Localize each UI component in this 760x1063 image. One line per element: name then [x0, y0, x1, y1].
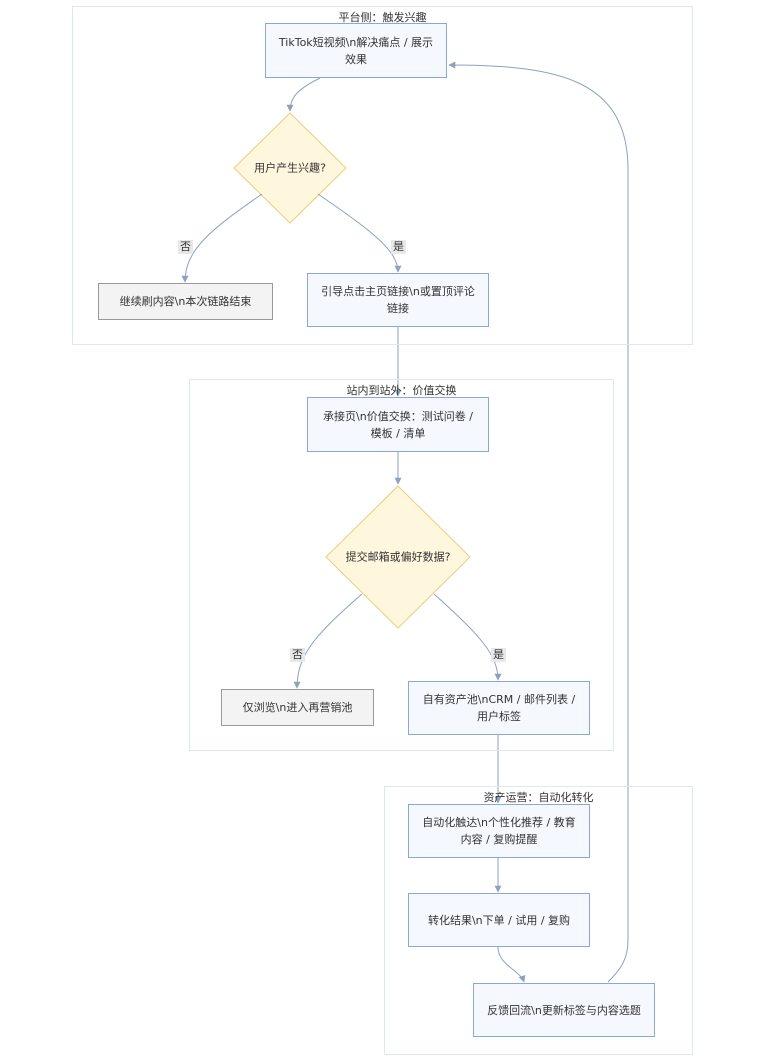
cluster-title-ops: 资产运营：自动化转化	[483, 791, 594, 804]
edge-label-yes-submit: 是	[491, 648, 506, 662]
edge-submit-browse	[293, 593, 363, 689]
node-pool[interactable]: 自有资产池\nCRM / 邮件列表 / 用户标签	[408, 681, 590, 735]
node-result[interactable]: 转化结果\n下单 / 试用 / 复购	[408, 893, 590, 947]
cluster-title-platform: 平台侧：触发兴趣	[338, 11, 427, 24]
cluster-platform: 平台侧：触发兴趣	[72, 6, 693, 345]
node-interest-label: 用户产生兴趣?	[254, 161, 326, 175]
node-continue[interactable]: 继续刷内容\n本次链路结束	[98, 283, 273, 320]
edge-interest-guide	[317, 193, 402, 273]
edge-tiktok-interest	[286, 77, 321, 112]
decision-diamond-submit	[325, 485, 471, 629]
node-tiktok-label: TikTok短视频\n解决痛点 / 展示效果	[278, 35, 434, 66]
node-feedback-label: 反馈回流\n更新标签与内容选题	[487, 1003, 641, 1017]
node-interest[interactable]: 用户产生兴趣?	[234, 113, 346, 223]
edge-result-feedback	[497, 946, 526, 983]
node-tiktok[interactable]: TikTok短视频\n解决痛点 / 展示效果	[265, 23, 447, 78]
node-auto-label: 自动化触达\n个性化推荐 / 教育内容 / 复购提醒	[422, 816, 576, 846]
edge-feedback-tiktok	[448, 61, 629, 983]
edge-label-no-submit: 否	[290, 648, 305, 662]
cluster-onsite: 站内到站外：价值交换	[189, 379, 614, 751]
decision-diamond-interest	[233, 112, 347, 224]
node-guide-label: 引导点击主页链接\n或置顶评论链接	[321, 285, 475, 315]
node-auto[interactable]: 自动化触达\n个性化推荐 / 教育内容 / 复购提醒	[408, 804, 590, 858]
edge-label-yes-interest: 是	[391, 240, 406, 254]
node-guide[interactable]: 引导点击主页链接\n或置顶评论链接	[307, 273, 489, 327]
node-pool-label: 自有资产池\nCRM / 邮件列表 / 用户标签	[422, 693, 576, 723]
node-browse-label: 仅浏览\n进入再营销池	[242, 701, 353, 714]
cluster-ops: 资产运营：自动化转化	[384, 786, 693, 1055]
node-submit[interactable]: 提交邮箱或偏好数据?	[326, 486, 470, 628]
node-result-label: 转化结果\n下单 / 试用 / 复购	[427, 913, 571, 927]
node-landing[interactable]: 承接页\n价值交换：测试问卷 / 模板 / 清单	[307, 397, 489, 452]
edge-submit-pool	[433, 593, 502, 681]
edge-label-no-interest: 否	[178, 240, 193, 254]
cluster-title-onsite: 站内到站外：价值交换	[346, 384, 457, 397]
node-continue-label: 继续刷内容\n本次链路结束	[119, 295, 252, 308]
node-submit-label: 提交邮箱或偏好数据?	[345, 550, 451, 564]
node-browse[interactable]: 仅浏览\n进入再营销池	[221, 689, 374, 726]
node-landing-label: 承接页\n价值交换：测试问卷 / 模板 / 清单	[323, 409, 473, 440]
node-feedback[interactable]: 反馈回流\n更新标签与内容选题	[473, 983, 655, 1037]
edge-interest-continue	[181, 193, 263, 283]
